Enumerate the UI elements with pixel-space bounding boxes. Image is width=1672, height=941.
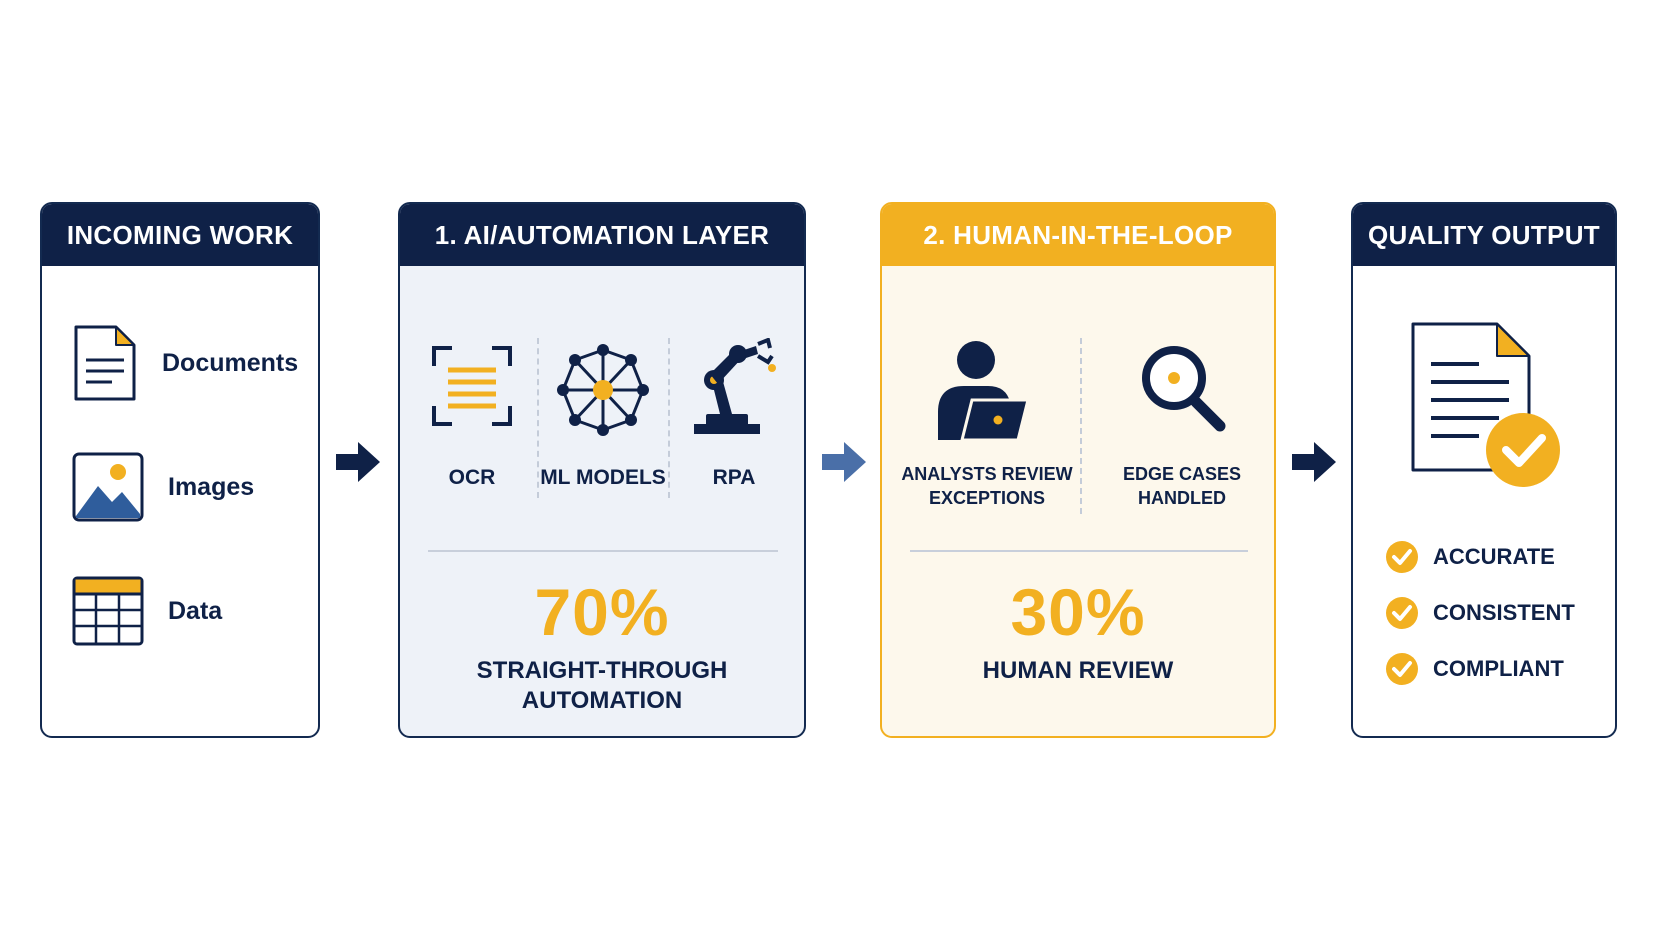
role-edge-cases-label: EDGE CASES HANDLED: [1094, 462, 1270, 510]
section-divider: [910, 550, 1248, 552]
ai-automation-title: 1. AI/AUTOMATION LAYER: [400, 204, 804, 266]
incoming-work-title: INCOMING WORK: [42, 204, 318, 266]
quality-check-label: CONSISTENT: [1433, 600, 1575, 625]
input-documents: Documents: [72, 324, 298, 402]
automation-label-line1: STRAIGHT-THROUGH: [476, 657, 728, 684]
quality-check-compliant: COMPLIANT: [1385, 652, 1564, 686]
role-edge-cases-line2: HANDLED: [1138, 488, 1226, 508]
quality-check-consistent: CONSISTENT: [1385, 596, 1575, 630]
input-data-label: Data: [168, 596, 223, 625]
role-analysts-line2: EXCEPTIONS: [928, 488, 1046, 508]
role-analysts-line1: ANALYSTS REVIEW: [901, 464, 1073, 484]
image-icon: [72, 452, 144, 522]
arrow-right-icon: [1292, 442, 1336, 482]
robot-arm-icon: [694, 338, 776, 434]
check-circle-icon: [1386, 597, 1418, 629]
arrow-right-icon: [336, 442, 380, 482]
automation-label: STRAIGHT-THROUGH AUTOMATION: [400, 656, 804, 716]
quality-output-title: QUALITY OUTPUT: [1353, 204, 1615, 266]
quality-output-panel: QUALITY OUTPUT ACCURATE CONSISTENT COMPL…: [1351, 202, 1617, 738]
quality-check-label: COMPLIANT: [1433, 656, 1564, 681]
automation-percent: 70%: [534, 575, 670, 649]
check-circle-icon: [1386, 541, 1418, 573]
tool-ocr-label: OCR: [448, 466, 496, 489]
tool-rpa-label: RPA: [712, 466, 756, 489]
human-review-label: HUMAN REVIEW: [982, 657, 1174, 684]
ocr-scan-icon: [432, 346, 512, 426]
magnifier-icon: [1142, 346, 1226, 432]
ai-automation-panel: 1. AI/AUTOMATION LAYER OCR: [398, 202, 806, 738]
role-edge-cases-line1: EDGE CASES: [1122, 464, 1242, 484]
incoming-work-panel: INCOMING WORK Documents Images Data: [40, 202, 320, 738]
analyst-laptop-icon: [938, 341, 1030, 442]
arrow-right-icon: [822, 442, 866, 482]
section-divider: [428, 550, 778, 552]
human-in-the-loop-panel: 2. HUMAN-IN-THE-LOOP ANALYSTS REVIEW EXC…: [880, 202, 1276, 738]
tool-divider: [668, 338, 670, 498]
approved-document-icon: [1411, 322, 1560, 487]
quality-check-accurate: ACCURATE: [1385, 540, 1555, 574]
tool-ml-models-label: ML MODELS: [540, 466, 666, 489]
input-data: Data: [72, 576, 222, 646]
tool-divider: [537, 338, 539, 498]
table-icon: [72, 576, 144, 646]
neural-network-icon: [557, 344, 649, 436]
human-review-percent: 30%: [1010, 575, 1146, 649]
document-icon: [74, 325, 136, 401]
input-documents-label: Documents: [162, 348, 299, 377]
role-analysts-label: ANALYSTS REVIEW EXCEPTIONS: [892, 462, 1082, 510]
automation-label-line2: AUTOMATION: [521, 687, 683, 714]
input-images-label: Images: [168, 472, 255, 501]
input-images: Images: [72, 452, 254, 522]
quality-check-label: ACCURATE: [1433, 544, 1555, 569]
human-in-the-loop-title: 2. HUMAN-IN-THE-LOOP: [882, 204, 1274, 266]
check-circle-icon: [1386, 653, 1418, 685]
role-divider: [1080, 338, 1082, 514]
